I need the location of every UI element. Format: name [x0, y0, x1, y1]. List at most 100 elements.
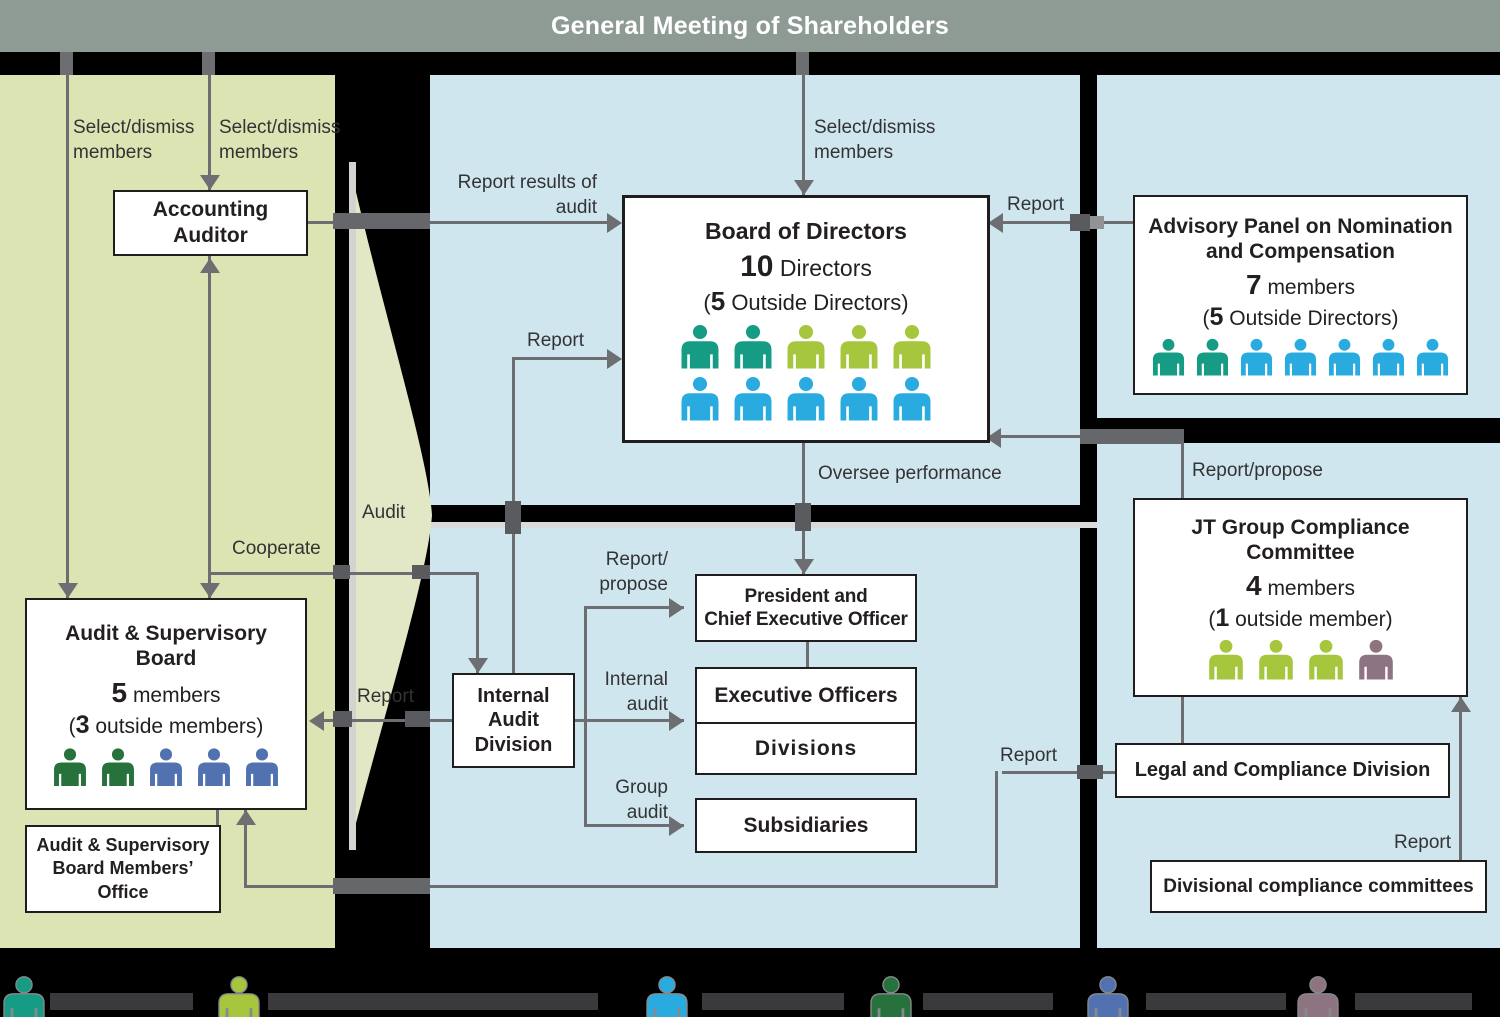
- asb-members-line: 5 members: [112, 675, 221, 710]
- cooperate-gap-patch-1: [333, 565, 350, 579]
- person-icon: [681, 376, 719, 421]
- asb-members-count: 5: [111, 676, 128, 708]
- label-report-propose-right: Report/propose: [1192, 460, 1323, 481]
- legend-person-mauve-icon: [1295, 961, 1341, 1017]
- advisory-outside-word: Outside Directors): [1223, 306, 1399, 330]
- label-report-divisional: Report: [1394, 832, 1452, 853]
- divisional-committees-box: Divisional compliance committees: [1150, 860, 1487, 913]
- legal-compliance-title: Legal and Compliance Division: [1134, 759, 1431, 782]
- president-ceo-box: President and Chief Executive Officer: [695, 574, 917, 642]
- committee-outside-word: outside member): [1229, 607, 1393, 631]
- line-divisional-to-committee: [1459, 697, 1462, 860]
- advisory-gap-patch-dark: [1070, 214, 1090, 231]
- person-icon: [1258, 640, 1293, 680]
- audit-supervisory-board-box: Audit & Supervisory Board 5 members (3 o…: [25, 598, 307, 810]
- label-select-dismiss-2: Select/dismiss members: [219, 117, 341, 163]
- person-icon: [1358, 640, 1393, 680]
- divisional-committees-title: Divisional compliance committees: [1163, 875, 1474, 897]
- line-gm-to-auditor: [208, 52, 211, 190]
- label-cooperate: Cooperate: [232, 538, 321, 559]
- committee-outside-open: (: [1208, 607, 1216, 631]
- label-oversee: Oversee performance: [818, 463, 1002, 484]
- line-iad-to-asb: [322, 719, 452, 722]
- board-outside-line: (5 Outside Directors): [703, 285, 908, 318]
- board-icons-row1: [678, 324, 934, 369]
- line-legal-report-vertical: [995, 771, 998, 888]
- iad-report-gap-patch: [505, 501, 521, 534]
- board-outside-word: Outside Directors): [725, 290, 909, 316]
- person-icon: [150, 748, 182, 787]
- label-report-iad-board: Report: [527, 330, 585, 351]
- label-audit: Audit: [362, 502, 406, 523]
- arrowhead-into-committee-bottom: [1451, 697, 1471, 712]
- advisory-gap-patch-light: [1090, 216, 1104, 229]
- person-icon: [1240, 339, 1273, 376]
- board-title: Board of Directors: [705, 218, 907, 245]
- subsidiaries-title: Subsidiaries: [743, 813, 869, 837]
- person-icon: [1372, 339, 1405, 376]
- asb-outside-open: (: [68, 714, 76, 738]
- line-iad-report-horizontal: [512, 357, 608, 360]
- line-asb-to-office: [216, 810, 219, 825]
- asb-office-title: Audit & Supervisory Board Members’ Offic…: [36, 834, 210, 902]
- legal-gap-patch: [1077, 765, 1103, 779]
- oversee-gap-patch: [795, 503, 811, 531]
- person-icon: [54, 748, 86, 787]
- person-icon: [840, 324, 878, 369]
- legend-label-bar-3: [702, 993, 844, 1010]
- label-report-propose-mid: Report/ propose: [599, 549, 668, 595]
- committee-outside-count: 1: [1215, 603, 1230, 632]
- line-auditor-to-board: [308, 221, 614, 224]
- board-members-count: 10: [740, 249, 774, 283]
- iad-asb-gap-patch-1: [333, 711, 352, 727]
- arrowhead-into-board-left-report-results: [607, 213, 622, 233]
- arrowhead-into-president-top: [794, 559, 814, 574]
- line-auditor-asb: [208, 256, 211, 598]
- line-committee-to-board-thin: [1000, 435, 1082, 438]
- committee-member-icons: [1206, 639, 1396, 680]
- person-icon: [1416, 339, 1449, 376]
- arrowhead-into-board-right-report: [988, 213, 1003, 233]
- line-cooperate-to-iad: [476, 572, 479, 673]
- arrowhead-into-auditor-top: [200, 175, 220, 190]
- committee-members-count: 4: [1246, 569, 1262, 601]
- person-icon: [1284, 339, 1317, 376]
- legend-label-bar-5: [1146, 993, 1286, 1010]
- legal-compliance-box: Legal and Compliance Division: [1115, 743, 1450, 798]
- arrowhead-into-asb-bottom: [236, 810, 256, 825]
- arrowhead-into-iad-top: [468, 658, 488, 673]
- shareholders-banner: General Meeting of Shareholders: [0, 0, 1500, 52]
- person-icon: [734, 324, 772, 369]
- arrowhead-into-execdiv-left: [669, 711, 684, 731]
- legend-person-cyan-icon: [644, 961, 690, 1017]
- line-gm-to-asb: [66, 52, 69, 598]
- committee-title: JT Group Compliance Committee: [1191, 515, 1410, 565]
- asb-outside-line: (3 outside members): [69, 710, 264, 741]
- person-icon: [1196, 339, 1229, 376]
- line-bar-to-committee: [1181, 443, 1184, 498]
- advisory-title: Advisory Panel on Nomination and Compens…: [1148, 214, 1453, 264]
- subsidiaries-box: Subsidiaries: [695, 798, 917, 853]
- advisory-members-line: 7 members: [1246, 267, 1355, 302]
- board-outside-count: 5: [710, 286, 726, 317]
- asb-outside-count: 3: [75, 710, 90, 739]
- person-icon: [787, 376, 825, 421]
- arrowhead-into-president-left: [669, 598, 684, 618]
- person-icon: [1152, 339, 1185, 376]
- committee-members-word: members: [1261, 576, 1355, 600]
- line-internal-audit: [575, 719, 684, 722]
- board-outside-open: (: [703, 290, 711, 316]
- asb-title: Audit & Supervisory Board: [65, 621, 267, 671]
- exec-divisions-box: Executive Officers Divisions: [695, 667, 917, 775]
- exec-officers-cell: Executive Officers: [697, 669, 915, 722]
- line-gm-to-board: [802, 52, 805, 195]
- advisory-outside-count: 5: [1209, 302, 1224, 331]
- line-report-to-asb-bottom: [244, 810, 247, 888]
- arrowhead-into-board-top: [794, 180, 814, 195]
- person-icon: [102, 748, 134, 787]
- exec-officers-title: Executive Officers: [714, 683, 898, 707]
- label-report-iad-asb: Report: [357, 686, 415, 707]
- person-icon: [840, 376, 878, 421]
- legend-label-bar-4: [923, 993, 1053, 1010]
